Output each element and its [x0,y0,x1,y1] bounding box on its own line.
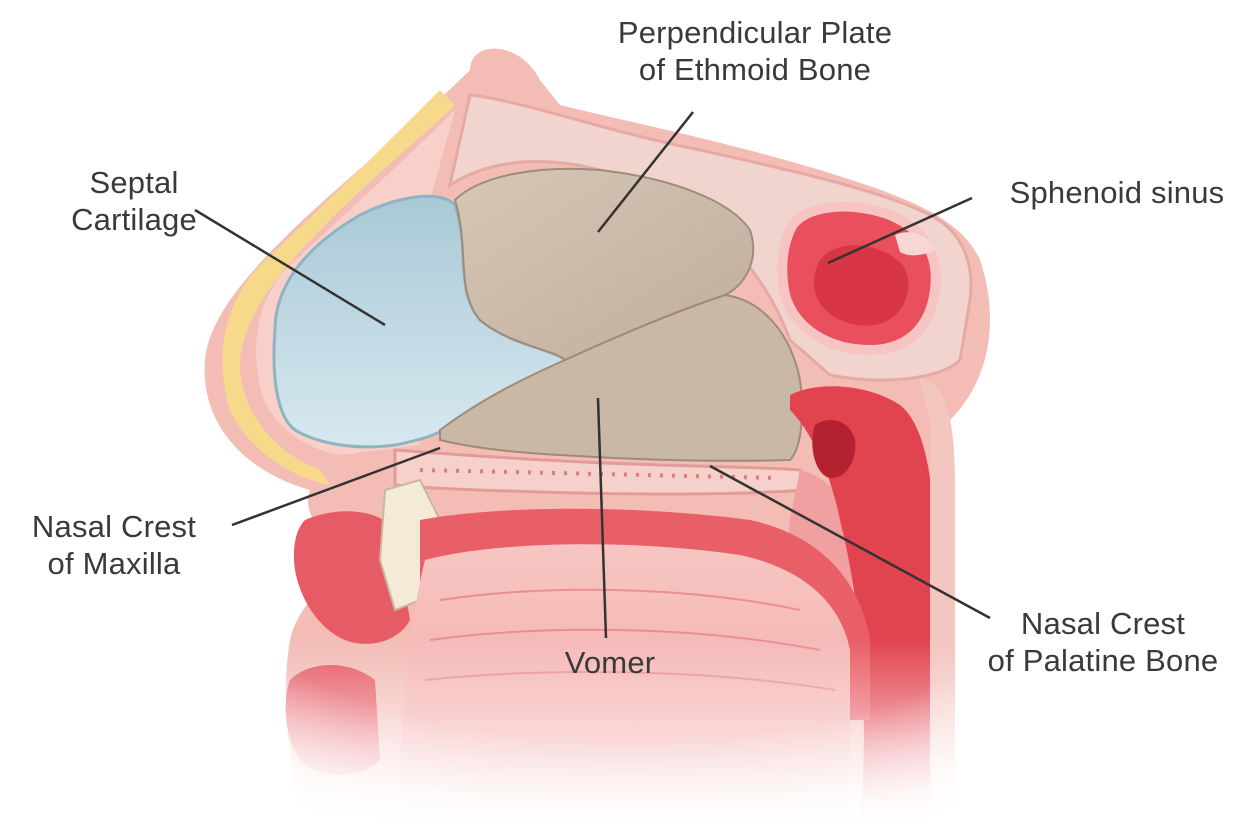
label-vomer-line1: Vomer [540,644,680,681]
label-septal-cartilage-line2: Cartilage [44,201,224,238]
label-perpendicular-plate-line2: of Ethmoid Bone [560,51,950,88]
label-nasal-crest-maxilla-line2: of Maxilla [0,545,228,582]
label-septal-cartilage: Septal Cartilage [44,164,224,238]
label-nasal-crest-maxilla-line1: Nasal Crest [0,508,228,545]
label-nasal-crest-palatine-line2: of Palatine Bone [950,642,1256,679]
label-septal-cartilage-line1: Septal [44,164,224,201]
label-sphenoid-sinus-line1: Sphenoid sinus [976,174,1258,211]
label-vomer: Vomer [540,644,680,681]
label-perpendicular-plate-line1: Perpendicular Plate [560,14,950,51]
label-sphenoid-sinus: Sphenoid sinus [976,174,1258,211]
label-nasal-crest-palatine-line1: Nasal Crest [950,605,1256,642]
label-perpendicular-plate: Perpendicular Plate of Ethmoid Bone [560,14,950,88]
label-nasal-crest-maxilla: Nasal Crest of Maxilla [0,508,228,582]
label-nasal-crest-palatine: Nasal Crest of Palatine Bone [950,605,1256,679]
